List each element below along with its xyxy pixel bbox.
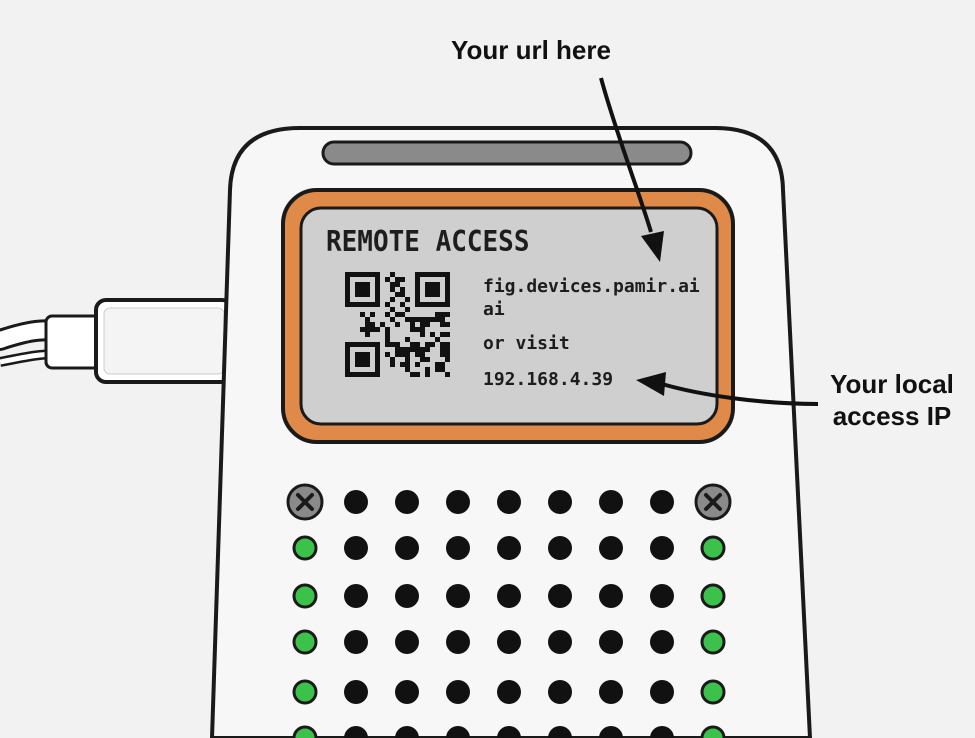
speaker-dot: [446, 726, 470, 738]
speaker-dot: [548, 490, 572, 514]
speaker-dot: [446, 680, 470, 704]
speaker-dot: [548, 584, 572, 608]
speaker-dot: [650, 490, 674, 514]
speaker-dot: [599, 584, 623, 608]
speaker-dot: [395, 630, 419, 654]
speaker-dot-grid: [286, 483, 732, 738]
speaker-dot: [446, 584, 470, 608]
speaker-dot: [650, 726, 674, 738]
speaker-dot: [344, 536, 368, 560]
speaker-dot: [344, 726, 368, 738]
speaker-dot: [599, 536, 623, 560]
top-slot: [321, 140, 693, 166]
speaker-dot: [395, 536, 419, 560]
arrow-to-url: [599, 77, 664, 262]
qr-code-icon: [345, 272, 450, 377]
green-indicator-dot: [292, 725, 318, 738]
speaker-dot: [599, 726, 623, 738]
speaker-dot: [650, 680, 674, 704]
url-text-line1: fig.devices.pamir.ai: [483, 276, 700, 297]
screw-icon: [286, 483, 324, 521]
ip-annotation-line2: access IP: [832, 401, 952, 431]
url-annotation: Your url here: [451, 35, 611, 65]
speaker-dot: [344, 630, 368, 654]
local-ip-text: 192.168.4.39: [483, 369, 614, 390]
green-indicator-dot: [292, 679, 318, 705]
speaker-dot: [650, 630, 674, 654]
url-text-line2: ai: [483, 299, 505, 320]
speaker-dot: [599, 490, 623, 514]
green-indicator-dot: [700, 629, 726, 655]
speaker-dot: [344, 584, 368, 608]
speaker-dot: [650, 536, 674, 560]
speaker-dot: [650, 584, 674, 608]
screen-title: REMOTE ACCESS: [326, 226, 530, 259]
green-indicator-dot: [292, 535, 318, 561]
green-indicator-dot: [292, 629, 318, 655]
speaker-dot: [446, 630, 470, 654]
ip-annotation-line1: Your local: [830, 369, 954, 399]
speaker-dot: [395, 490, 419, 514]
green-indicator-dot: [700, 725, 726, 738]
speaker-dot: [395, 584, 419, 608]
arrow-to-ip: [636, 372, 819, 406]
speaker-dot: [497, 726, 521, 738]
or-visit-text: or visit: [483, 333, 570, 354]
green-indicator-dot: [292, 583, 318, 609]
green-indicator-dot: [700, 535, 726, 561]
speaker-dot: [599, 630, 623, 654]
speaker-dot: [497, 630, 521, 654]
speaker-dot: [446, 490, 470, 514]
speaker-dot: [344, 490, 368, 514]
speaker-dot: [446, 536, 470, 560]
speaker-dot: [497, 490, 521, 514]
speaker-dot: [497, 536, 521, 560]
speaker-dot: [344, 680, 368, 704]
ip-annotation: Your local access IP: [812, 368, 972, 432]
speaker-dot: [497, 680, 521, 704]
usb-cable: [0, 298, 234, 384]
speaker-dot: [497, 584, 521, 608]
speaker-dot: [548, 726, 572, 738]
green-indicator-dot: [700, 583, 726, 609]
speaker-dot: [548, 536, 572, 560]
speaker-dot: [599, 680, 623, 704]
speaker-dot: [548, 680, 572, 704]
green-indicator-dot: [700, 679, 726, 705]
speaker-dot: [395, 726, 419, 738]
speaker-dot: [395, 680, 419, 704]
screw-icon: [694, 483, 732, 521]
speaker-dot: [548, 630, 572, 654]
